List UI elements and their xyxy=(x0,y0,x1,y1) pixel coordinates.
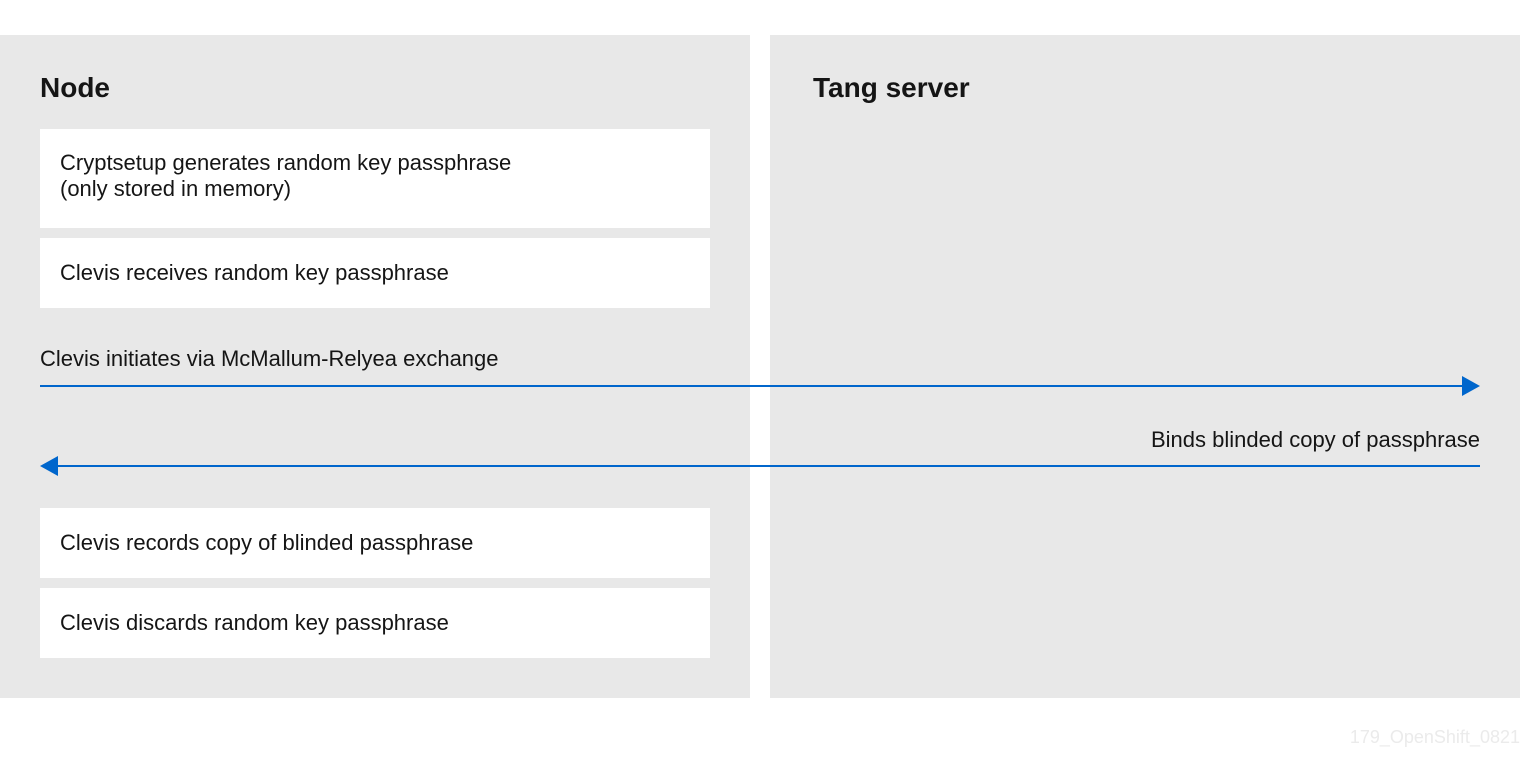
message-label-bind-blinded-copy: Binds blinded copy of passphrase xyxy=(1151,427,1480,452)
step-discard-passphrase: Clevis discards random key passphrase xyxy=(40,588,710,658)
arrowhead-left-icon xyxy=(40,456,58,476)
arrow-tang-to-node xyxy=(40,456,1480,476)
tang-server-lane xyxy=(770,35,1520,698)
arrowhead-right-icon xyxy=(1462,376,1480,396)
figure-id-watermark: 179_OpenShift_0821 xyxy=(1349,727,1520,747)
message-label-initiate-exchange: Clevis initiates via McMallum-Relyea exc… xyxy=(40,346,499,371)
tang-server-lane-title: Tang server xyxy=(813,72,970,103)
arrow-node-to-tang xyxy=(40,376,1480,396)
step-generate-passphrase: Cryptsetup generates random key passphra… xyxy=(40,129,710,228)
step-record-blinded-copy: Clevis records copy of blinded passphras… xyxy=(40,508,710,578)
node-lane-title: Node xyxy=(40,72,110,103)
step-receive-passphrase: Clevis receives random key passphrase xyxy=(40,238,710,308)
